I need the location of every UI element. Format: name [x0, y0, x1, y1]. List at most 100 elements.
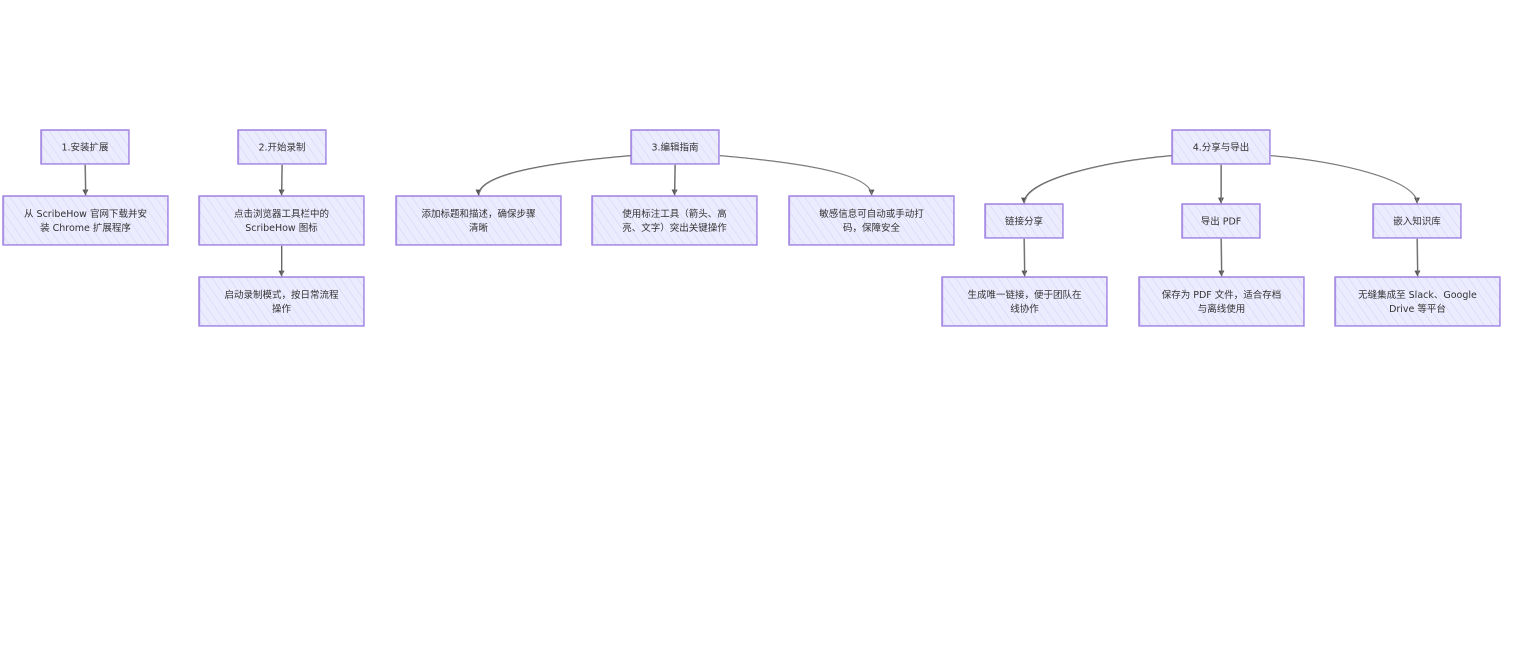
edge-sketch-s4-to-s4a: [1024, 155, 1173, 204]
node-border-sketch: [1139, 277, 1305, 327]
node-hatch: [41, 130, 129, 164]
share-link-node: 链接分享: [984, 203, 1064, 239]
node-border-sketch: [1335, 277, 1501, 327]
node-label-line: 装 Chrome 扩展程序: [40, 222, 131, 234]
node-label-line: 启动录制模式，按日常流程: [224, 289, 339, 301]
node-hatch: [1182, 204, 1260, 238]
node-label-line: 码，保障安全: [843, 222, 901, 234]
node-border-sketch: [592, 196, 758, 246]
edge-s3-to-s3a: [475, 155, 632, 196]
node-hatch: [631, 130, 719, 164]
node-label-line: 与离线使用: [1198, 303, 1246, 315]
edge-s3-to-s3c: [718, 155, 875, 196]
step-3-annotate-node: 使用标注工具（箭头、高亮、文字）突出关键操作: [591, 195, 758, 246]
node-border-sketch: [789, 196, 955, 246]
node-label-line: 亮、文字）突出关键操作: [622, 222, 727, 234]
edge-sketch-s1-to-s1a: [85, 164, 87, 196]
node-label-line: ScribeHow 图标: [245, 222, 318, 234]
edge-s3-to-s3b: [671, 163, 678, 196]
edge-sketch-s3-to-s3a: [478, 155, 632, 196]
node-hatch: [238, 130, 326, 164]
node-label-line: 从 ScribeHow 官网下载并安: [24, 208, 147, 220]
edge-s4-to-s4a: [1021, 155, 1173, 204]
edge-sketch-s4b-to-s4b1: [1221, 238, 1223, 277]
edge-s1-to-s1a: [82, 163, 89, 196]
node-border: [1171, 129, 1271, 165]
edge-sketch-s4c-to-s4c1: [1417, 238, 1419, 277]
node-hatch: [1172, 130, 1270, 164]
export-pdf-node: 导出 PDF: [1181, 203, 1261, 239]
node-border-sketch: [3, 196, 169, 246]
node-hatch: [985, 204, 1063, 238]
edge-sketch-s3-to-s3c: [719, 155, 873, 196]
node-hatch: [789, 196, 954, 245]
node-label-line: 线协作: [1010, 303, 1039, 315]
node-label-line: 导出 PDF: [1201, 216, 1242, 228]
node-label-line: 4.分享与导出: [1193, 142, 1250, 154]
node-border-sketch: [985, 204, 1064, 239]
node-label-line: 1.安装扩展: [61, 142, 109, 154]
node-border: [237, 129, 327, 165]
edge-s4a-to-s4a1: [1021, 237, 1028, 277]
node-border-sketch: [41, 130, 130, 165]
step-4-share-export: 4.分享与导出: [1171, 129, 1271, 165]
node-hatch: [199, 196, 364, 245]
node-label-line: 保存为 PDF 文件，适合存档: [1162, 289, 1282, 301]
node-border-sketch: [942, 277, 1108, 327]
node-border: [198, 195, 365, 246]
node-label-line: 生成唯一链接，便于团队在: [967, 289, 1081, 301]
node-border-sketch: [199, 277, 365, 327]
node-label-line: 敏感信息可自动或手动打: [819, 208, 924, 220]
node-label-line: 2.开始录制: [258, 142, 305, 154]
edge-sketch-s4a-to-s4a1: [1024, 238, 1026, 277]
node-hatch: [1335, 277, 1500, 326]
node-border: [1181, 203, 1261, 239]
node-label-line: 添加标题和描述，确保步骤: [421, 208, 535, 220]
edge-s4-to-s4c: [1269, 155, 1420, 204]
step-1-install-extension: 1.安装扩展: [40, 129, 130, 165]
node-label-line: 无缝集成至 Slack、Google: [1358, 289, 1477, 301]
node-label-line: Drive 等平台: [1389, 303, 1446, 315]
node-hatch: [396, 196, 561, 245]
step-3-edit-guide: 3.编辑指南: [630, 129, 720, 165]
node-label-line: 操作: [272, 303, 292, 315]
edge-sketch-s2-to-s2a: [281, 164, 283, 196]
node-border-sketch: [1182, 204, 1261, 239]
edges: [82, 155, 1421, 277]
node-border-sketch: [396, 196, 562, 246]
edge-s4c-to-s4c1: [1414, 237, 1421, 277]
node-border: [1372, 203, 1462, 239]
node-label-line: 3.编辑指南: [651, 142, 698, 154]
node-hatch: [1139, 277, 1304, 326]
node-hatch: [199, 277, 364, 326]
node-border-sketch: [631, 130, 720, 165]
node-label-line: 清晰: [469, 222, 489, 234]
node-hatch: [3, 196, 168, 245]
node-label-line: 使用标注工具（箭头、高: [622, 208, 727, 220]
edge-s2-to-s2a: [278, 163, 285, 196]
node-label-line: 链接分享: [1005, 216, 1043, 228]
node-hatch: [1373, 204, 1461, 238]
node-border-sketch: [199, 196, 365, 246]
node-border-sketch: [238, 130, 327, 165]
edge-sketch-s3-to-s3b: [674, 164, 676, 196]
step-2-start-recording: 2.开始录制: [237, 129, 327, 165]
step-2-click-icon-node: 点击浏览器工具栏中的 ScribeHow 图标: [198, 195, 365, 246]
node-border: [2, 195, 169, 246]
node-border-sketch: [1172, 130, 1271, 165]
edge-sketch-s4-to-s4c: [1270, 155, 1418, 204]
node-label-line: 点击浏览器工具栏中的: [234, 208, 329, 220]
node-hatch: [592, 196, 757, 245]
node-label-line: 嵌入知识库: [1393, 216, 1441, 228]
edge-s4b-to-s4b1: [1218, 237, 1225, 277]
node-hatch: [942, 277, 1107, 326]
